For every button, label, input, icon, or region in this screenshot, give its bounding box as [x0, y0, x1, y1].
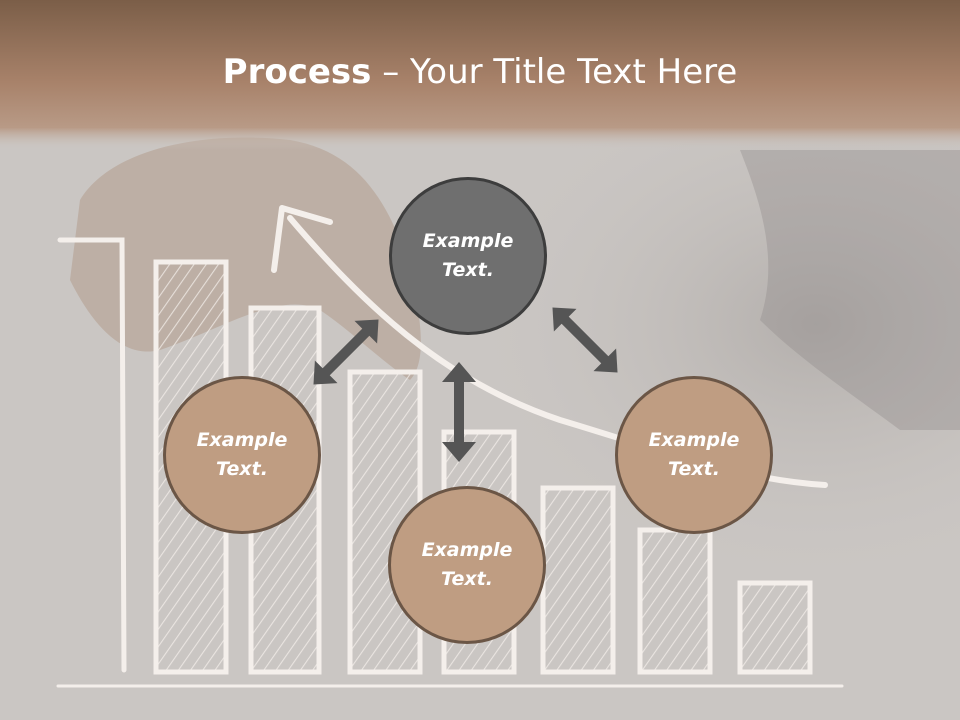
title-separator: – [371, 52, 411, 92]
node-bottom-line1: Example [421, 539, 513, 561]
node-right-line1: Example [648, 429, 740, 451]
node-left[interactable]: Example Text. [163, 376, 321, 534]
node-left-line1: Example [196, 429, 288, 451]
page-title: Process – Your Title Text Here [0, 52, 960, 92]
node-bottom[interactable]: Example Text. [388, 486, 546, 644]
node-left-line2: Text. [216, 458, 268, 480]
title-bold: Process [222, 52, 372, 92]
arrow-vertical [442, 362, 476, 462]
node-top-line2: Text. [442, 259, 494, 281]
arrow-top-right [552, 307, 618, 373]
node-right[interactable]: Example Text. [615, 376, 773, 534]
node-top[interactable]: Example Text. [389, 177, 547, 335]
node-right-line2: Text. [668, 458, 720, 480]
arrow-top-left [313, 319, 379, 385]
title-rest: Your Title Text Here [410, 52, 738, 92]
node-top-line1: Example [422, 230, 514, 252]
node-bottom-line2: Text. [441, 568, 493, 590]
